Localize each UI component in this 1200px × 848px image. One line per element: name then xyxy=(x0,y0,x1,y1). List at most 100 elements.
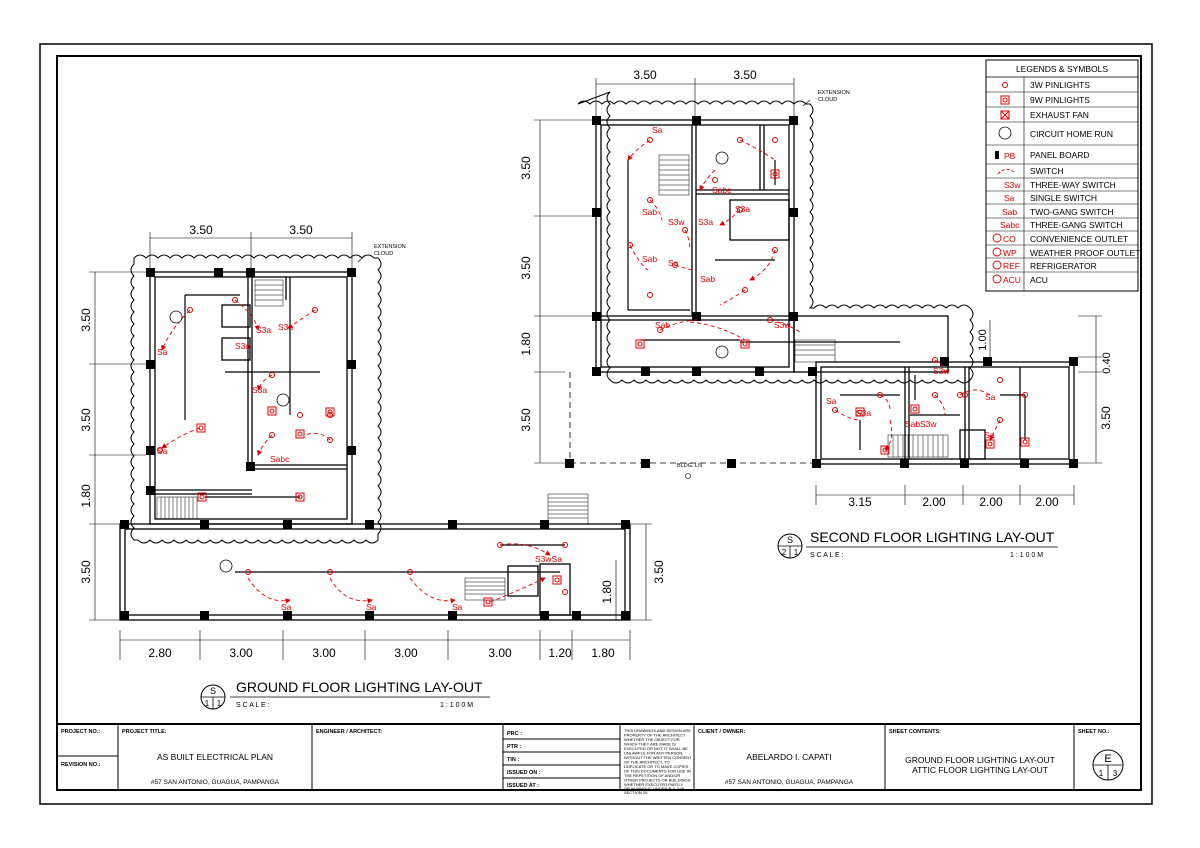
svg-text:S3a: S3a xyxy=(278,322,293,332)
ground-pinlights xyxy=(157,297,568,595)
legend-item: 3W PINLIGHTS xyxy=(1030,80,1090,90)
svg-text:2.00: 2.00 xyxy=(979,495,1003,509)
legend-item: ACU xyxy=(1030,275,1048,285)
ground-switch-labels: Sa Sa S3a S3a S3a S3a Sabc Sa Sa Sa S3wS… xyxy=(157,322,562,612)
second-plan-title: S 2 1 SECOND FLOOR LIGHTING LAY-OUT S C … xyxy=(777,529,1058,559)
second-stairs xyxy=(658,154,949,458)
ground-9w-pinlights xyxy=(196,406,562,607)
svg-text:THE REPETITION OF AND/OR: THE REPETITION OF AND/OR xyxy=(624,773,680,778)
inner-border xyxy=(56,55,1142,791)
svg-text:1: 1 xyxy=(205,699,210,708)
second-home-runs xyxy=(715,151,729,359)
svg-text:S3w: S3w xyxy=(1004,180,1021,190)
svg-text:E: E xyxy=(1104,753,1111,765)
client-label: CLIENT / OWNER: xyxy=(698,729,746,735)
legend-item: CIRCUIT HOME RUN xyxy=(1030,129,1113,139)
svg-text:Sabc: Sabc xyxy=(1000,220,1020,230)
legend-item: EXHAUST FAN xyxy=(1030,110,1089,120)
svg-text:WP: WP xyxy=(1003,248,1017,258)
svg-text:1.20: 1.20 xyxy=(548,646,572,660)
svg-text:OTHER PROJECTS OR BUILDINGS,: OTHER PROJECTS OR BUILDINGS, xyxy=(624,778,691,783)
svg-text:WITHOUT THE WRITTEN CONSENT: WITHOUT THE WRITTEN CONSENT xyxy=(624,755,692,760)
svg-text:Sab: Sab xyxy=(700,274,715,284)
ground-walls xyxy=(119,271,631,621)
svg-text:Sab: Sab xyxy=(1002,207,1017,217)
svg-text:3.50: 3.50 xyxy=(633,68,657,82)
svg-text:S3a: S3a xyxy=(252,385,267,395)
svg-text:1: 1 xyxy=(1099,769,1104,778)
extension-cloud xyxy=(130,254,382,544)
project-title: AS BUILT ELECTRICAL PLAN xyxy=(157,752,273,762)
revision-no-label: REVISION NO.: xyxy=(61,762,101,768)
svg-text:Sab: Sab xyxy=(642,254,657,264)
legend-symbols xyxy=(992,82,1015,284)
svg-text:Sa: Sa xyxy=(157,446,168,456)
svg-text:OF THE ARCHITECT, TO: OF THE ARCHITECT, TO xyxy=(624,760,670,765)
svg-text:ACU: ACU xyxy=(1003,275,1021,285)
svg-text:3.50: 3.50 xyxy=(289,223,313,237)
building-line xyxy=(569,372,815,464)
svg-text:REF: REF xyxy=(1003,261,1020,271)
svg-text:Sa: Sa xyxy=(452,602,463,612)
svg-text:0.40: 0.40 xyxy=(1101,352,1113,373)
svg-text:1: 1 xyxy=(794,548,799,557)
svg-text:Sa: Sa xyxy=(1004,193,1015,203)
project-no-label: PROJECT NO.: xyxy=(61,729,100,735)
building-line-label: BLDG. LN xyxy=(677,463,702,469)
extension-cloud-label: CLOUD xyxy=(818,97,837,103)
svg-text:S3w: S3w xyxy=(920,419,937,429)
svg-text:Sabc: Sabc xyxy=(270,454,290,464)
svg-text:S3w: S3w xyxy=(668,217,685,227)
svg-text:S C A L E :: S C A L E : xyxy=(810,552,844,559)
extension-cloud-label: CLOUD xyxy=(374,251,393,257)
legend-item: TWO-GANG SWITCH xyxy=(1030,207,1114,217)
svg-text:3.50: 3.50 xyxy=(519,256,533,280)
legend-item: THREE-GANG SWITCH xyxy=(1030,220,1123,230)
svg-text:CO: CO xyxy=(1003,234,1016,244)
engineer-label: ENGINEER / ARCHITECT: xyxy=(316,729,382,735)
exhaust-fan-icon xyxy=(1000,110,1010,120)
svg-text:2.00: 2.00 xyxy=(1035,495,1059,509)
svg-text:1.00: 1.00 xyxy=(977,329,989,350)
pinlight-3w-icon xyxy=(1002,82,1008,88)
ground-home-runs xyxy=(169,310,290,573)
svg-text:3.50: 3.50 xyxy=(652,560,666,584)
svg-text:1 : 1 0 0 M: 1 : 1 0 0 M xyxy=(440,702,473,709)
switch-icon xyxy=(997,169,1015,175)
legend-item: THREE-WAY SWITCH xyxy=(1030,180,1116,190)
legend-item: SWITCH xyxy=(1030,166,1064,176)
ground-circuits xyxy=(184,294,565,573)
svg-text:Sab: Sab xyxy=(655,320,670,330)
project-title-label: PROJECT TITLE: xyxy=(122,729,167,735)
svg-text:3.50: 3.50 xyxy=(79,308,93,332)
project-address: #57 SAN ANTONIO, GUAGUA, PAMPANGA xyxy=(151,779,280,786)
svg-text:Sa: Sa xyxy=(668,258,679,268)
client-address: #57 SAN ANTONIO, GUAGUA, PAMPANGA xyxy=(725,779,854,786)
ground-stairs xyxy=(156,279,589,601)
svg-text:WHICH THEY ARE MADE IS: WHICH THEY ARE MADE IS xyxy=(624,742,676,747)
svg-text:S3a: S3a xyxy=(256,325,271,335)
svg-text:S C A L E :: S C A L E : xyxy=(236,702,270,709)
sheet-number-badge: E 1 3 xyxy=(1092,749,1124,781)
svg-text:1 : 1 0 0 M: 1 : 1 0 0 M xyxy=(1010,552,1043,559)
svg-text:3.00: 3.00 xyxy=(488,646,512,660)
svg-text:3.50: 3.50 xyxy=(79,560,93,584)
svg-text:S3a: S3a xyxy=(235,341,250,351)
extension-cloud-label: EXTENSION xyxy=(818,90,850,96)
legend-item: PANEL BOARD xyxy=(1030,150,1090,160)
legend-item: CONVENIENCE OUTLET xyxy=(1030,234,1128,244)
extension-cloud xyxy=(577,91,974,384)
ground-plan-title-text: GROUND FLOOR LIGHTING LAY-OUT xyxy=(236,679,483,695)
svg-text:1.80: 1.80 xyxy=(600,580,614,604)
svg-text:WHETHER THE OBJECT FOR: WHETHER THE OBJECT FOR xyxy=(624,737,680,742)
outlet-icons xyxy=(992,233,1002,284)
svg-text:Sa: Sa xyxy=(157,347,168,357)
svg-text:1.80: 1.80 xyxy=(79,484,93,508)
legend-item: REFRIGERATOR xyxy=(1030,261,1097,271)
issued-on-label: ISSUED ON : xyxy=(507,770,541,776)
sheet-no-label: SHEET NO.: xyxy=(1078,729,1110,735)
issued-at-label: ISSUED AT : xyxy=(507,783,539,789)
svg-text:Sab: Sab xyxy=(905,419,920,429)
svg-text:S3a: S3a xyxy=(698,217,713,227)
